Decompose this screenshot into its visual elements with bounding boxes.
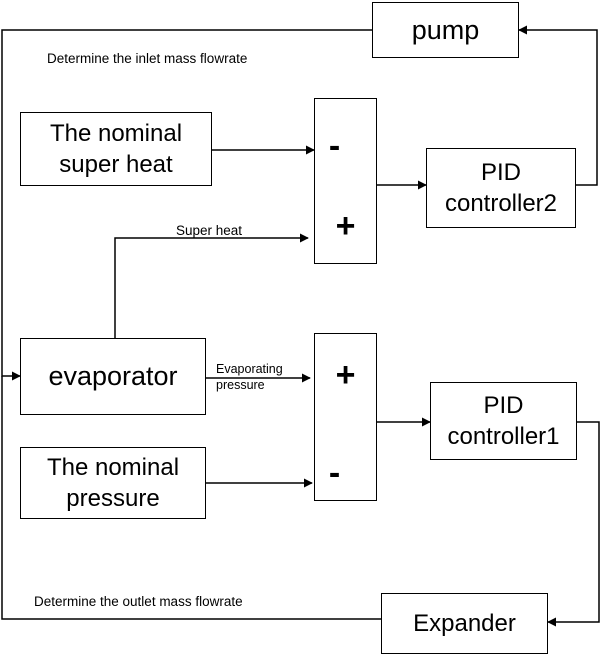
wire-pid2-to-pump <box>518 25 598 186</box>
pump-block: pump <box>372 2 519 58</box>
plus-sign: + <box>335 356 356 394</box>
pump-label: pump <box>411 14 480 45</box>
minus-sign: - <box>328 127 341 165</box>
wire-pid1-to-expander <box>547 421 600 627</box>
wire-superheat-to-sum <box>114 233 309 338</box>
wire-pump-to-evaporator <box>1 29 372 381</box>
pid-controller1-block: PID controller1 <box>430 382 577 460</box>
pid-controller1-label: PID controller1 <box>447 392 560 450</box>
nominal-pressure-label: The nominal pressure <box>46 454 180 512</box>
pid-controller2-block: PID controller2 <box>426 148 576 228</box>
outlet-mass-flowrate-label: Determine the outlet mass flowrate <box>34 594 243 609</box>
super-heat-label: Super heat <box>176 223 243 238</box>
evaporating-pressure-label: Evaporating pressure <box>216 362 283 392</box>
summing-junction-top: - + <box>314 98 377 264</box>
expander-block: Expander <box>381 593 548 654</box>
summing-junction-bottom: + - <box>314 333 377 501</box>
nominal-super-heat-block: The nominal super heat <box>20 112 212 186</box>
inlet-mass-flowrate-label: Determine the inlet mass flowrate <box>47 51 248 66</box>
wire-expander-to-evaporator <box>1 376 381 620</box>
pid-controller2-label: PID controller2 <box>444 159 558 217</box>
nominal-pressure-block: The nominal pressure <box>20 447 206 519</box>
plus-sign: + <box>335 207 356 245</box>
evaporator-block: evaporator <box>20 338 206 415</box>
nominal-super-heat-label: The nominal super heat <box>49 120 183 178</box>
evaporator-label: evaporator <box>48 361 178 391</box>
minus-sign: - <box>328 454 341 492</box>
expander-label: Expander <box>413 610 516 637</box>
